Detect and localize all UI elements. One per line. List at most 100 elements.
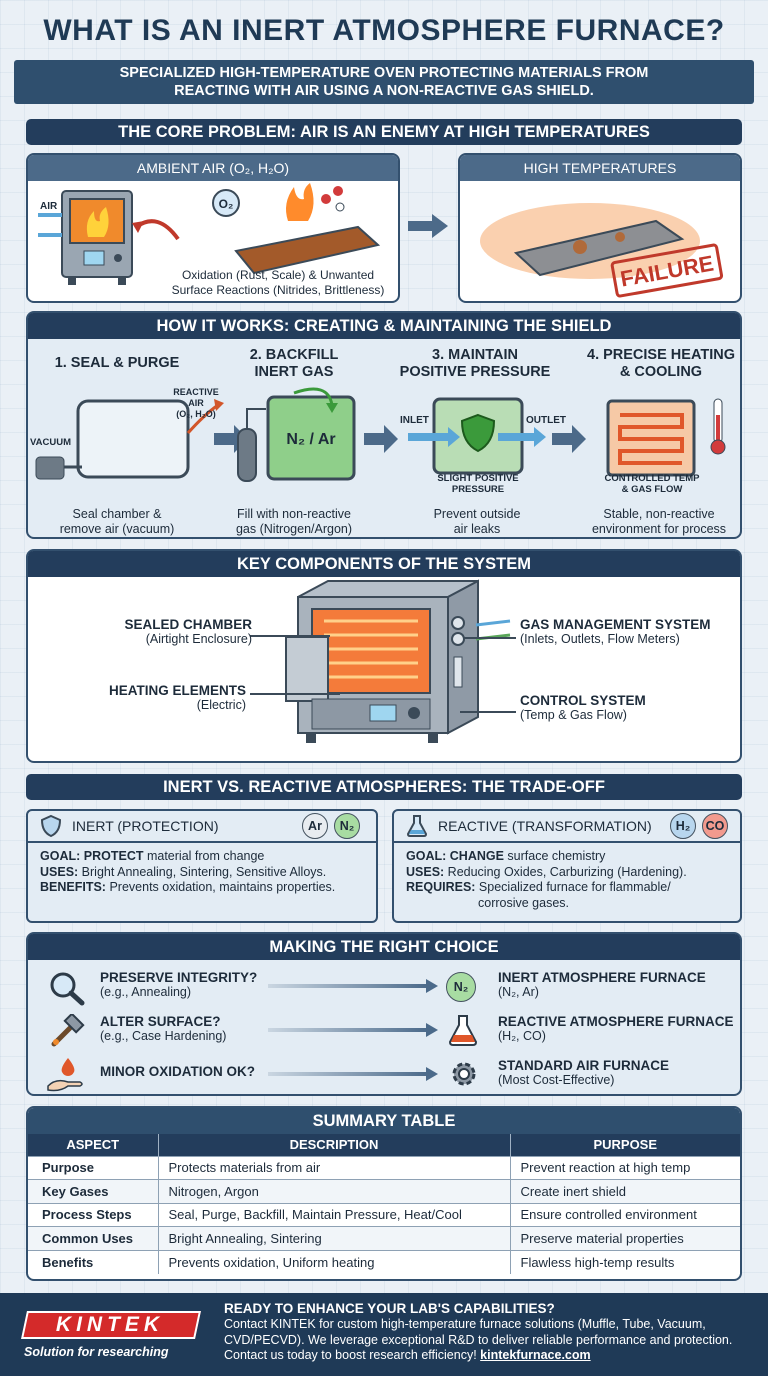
leader-line [460, 711, 516, 713]
arrow-line [268, 984, 428, 988]
summary-panel: SUMMARY TABLE ASPECT DESCRIPTION PURPOSE… [26, 1106, 742, 1281]
footer: KINTEK Solution for researching READY TO… [0, 1293, 768, 1376]
failed-metal-illustration: FAILURE [480, 203, 724, 298]
inert-card-title: INERT (PROTECTION) [72, 818, 219, 834]
inert-card: INERT (PROTECTION) Ar N₂ GOAL: PROTECT m… [26, 809, 378, 923]
leader-line [250, 693, 340, 695]
table-cell: Nitrogen, Argon [158, 1179, 511, 1203]
website-link[interactable]: kintekfurnace.com [480, 1348, 591, 1362]
sealed-chamber-label: SEALED CHAMBER (Airtight Enclosure) [124, 617, 252, 646]
table-cell: Purpose [28, 1155, 159, 1180]
leader-line [464, 637, 516, 639]
column-header: DESCRIPTION [158, 1134, 511, 1156]
air-label: AIR [40, 201, 58, 212]
column-header: PURPOSE [510, 1134, 740, 1156]
step-4-title: 4. PRECISE HEATING& COOLING [587, 347, 735, 380]
choice-answer: STANDARD AIR FURNACE [498, 1058, 669, 1073]
how-it-works-panel: HOW IT WORKS: CREATING & MAINTAINING THE… [26, 311, 742, 539]
choice-answer-detail: (Most Cost-Effective) [498, 1073, 615, 1087]
choice-answer: REACTIVE ATMOSPHERE FURNACE [498, 1014, 734, 1029]
ambient-air-title: AMBIENT AIR (O₂, H₂O) [28, 155, 398, 181]
outlet-label: OUTLET [526, 415, 566, 426]
control-system-label: CONTROL SYSTEM (Temp & Gas Flow) [520, 693, 646, 722]
cta-title: READY TO ENHANCE YOUR LAB'S CAPABILITIES… [224, 1301, 555, 1316]
arrow-line [268, 1072, 428, 1076]
choice-question: PRESERVE INTEGRITY? [100, 970, 258, 985]
oxidation-illustration: O₂ AIR [38, 183, 381, 285]
step-1-title: 1. SEAL & PURGE [54, 355, 180, 371]
table-row: Benefits Prevents oxidation, Uniform hea… [28, 1249, 740, 1274]
kintek-logo: KINTEK [55, 1313, 165, 1336]
inert-card-body: GOAL: PROTECT material from change USES:… [40, 849, 336, 894]
choice-question: MINOR OXIDATION OK? [100, 1064, 255, 1079]
choice-example: (e.g., Case Hardening) [100, 1029, 227, 1043]
process-steps-illustration: N₂ / Ar INLET OUTLET [35, 387, 726, 482]
arrow-line [268, 1028, 428, 1032]
table-cell: Seal, Purge, Backfill, Maintain Pressure… [158, 1202, 511, 1227]
hand-drop-icon [47, 1058, 83, 1092]
magnifier-icon [50, 972, 85, 1006]
co-chip: CO [702, 813, 728, 839]
table-cell: Protects materials from air [158, 1155, 511, 1180]
high-temperatures-title: HIGH TEMPERATURES [460, 155, 740, 181]
subtitle-band: SPECIALIZED HIGH-TEMPERATURE OVEN PROTEC… [14, 60, 754, 104]
choice-answer: INERT ATMOSPHERE FURNACE [498, 970, 706, 985]
choice-banner: MAKING THE RIGHT CHOICE [28, 934, 740, 960]
high-temperatures-panel: HIGH TEMPERATURES FAILURE [458, 153, 742, 303]
inlet-label: INLET [400, 415, 429, 426]
flask-icon [406, 815, 428, 837]
nitrogen-badge: N₂ [446, 972, 476, 1002]
choice-question: ALTER SURFACE? [100, 1014, 221, 1029]
reactive-card-header: REACTIVE (TRANSFORMATION) H₂ CO [394, 811, 740, 843]
cta-body: Contact KINTEK for custom high-temperatu… [224, 1317, 733, 1362]
table-row: Common Uses Bright Annealing, Sintering … [28, 1226, 740, 1250]
column-header: ASPECT [28, 1134, 159, 1156]
arrow-head [426, 1023, 438, 1037]
table-cell: Create inert shield [510, 1179, 740, 1203]
argon-chip: Ar [302, 813, 328, 839]
table-cell: Prevents oxidation, Uniform heating [158, 1249, 511, 1274]
arrow-head [426, 979, 438, 993]
table-cell: Flawless high-temp results [510, 1249, 740, 1274]
table-cell: Common Uses [28, 1226, 159, 1250]
choice-answer-detail: (H₂, CO) [498, 1029, 546, 1043]
inert-card-header: INERT (PROTECTION) Ar N₂ [28, 811, 376, 843]
reactive-card-title: REACTIVE (TRANSFORMATION) [438, 818, 652, 834]
core-problem-banner: THE CORE PROBLEM: AIR IS AN ENEMY AT HIG… [26, 119, 742, 145]
table-cell: Key Gases [28, 1179, 159, 1203]
reactive-card: REACTIVE (TRANSFORMATION) H₂ CO GOAL: CH… [392, 809, 742, 923]
leader-line [250, 635, 330, 637]
hydrogen-chip: H₂ [670, 813, 696, 839]
table-cell: Ensure controlled environment [510, 1202, 740, 1227]
nitrogen-chip: N₂ [334, 813, 360, 839]
ambient-air-panel: AMBIENT AIR (O₂, H₂O) O₂ AIR Oxidation (… [26, 153, 400, 303]
o2-label: O₂ [219, 197, 234, 211]
choice-row: ALTER SURFACE? (e.g., Case Hardening) RE… [28, 1012, 740, 1052]
tradeoff-banner: INERT VS. REACTIVE ATMOSPHERES: THE TRAD… [26, 774, 742, 800]
flask-icon [448, 1015, 478, 1046]
gear-icon [452, 1062, 476, 1086]
subtitle-line-2: REACTING WITH AIR USING A NON-REACTIVE G… [174, 83, 594, 99]
table-row: Process Steps Seal, Purge, Backfill, Mai… [28, 1202, 740, 1227]
table-cell: Benefits [28, 1249, 159, 1274]
vacuum-label: VACUUM [30, 437, 71, 448]
table-row: Key Gases Nitrogen, Argon Create inert s… [28, 1179, 740, 1203]
subtitle-line-1: SPECIALIZED HIGH-TEMPERATURE OVEN PROTEC… [119, 65, 649, 81]
choice-answer-detail: (N₂, Ar) [498, 985, 539, 999]
logo-tagline: Solution for researching [24, 1345, 169, 1359]
choice-example: (e.g., Annealing) [100, 985, 192, 999]
reactive-card-body: GOAL: CHANGE surface chemistry USES: Red… [406, 849, 687, 910]
arrow-right-icon [408, 214, 448, 238]
table-cell: Prevent reaction at high temp [510, 1155, 740, 1180]
step-1-caption: Seal chamber &remove air (vacuum) [59, 507, 175, 536]
choice-row: PRESERVE INTEGRITY? (e.g., Annealing) N₂… [28, 968, 740, 1008]
page-title: WHAT IS AN INERT ATMOSPHERE FURNACE? [43, 14, 725, 47]
choice-row: MINOR OXIDATION OK? STANDARD AIR FURNACE… [28, 1056, 740, 1096]
summary-banner: SUMMARY TABLE [28, 1108, 740, 1134]
shield-icon [40, 814, 62, 838]
